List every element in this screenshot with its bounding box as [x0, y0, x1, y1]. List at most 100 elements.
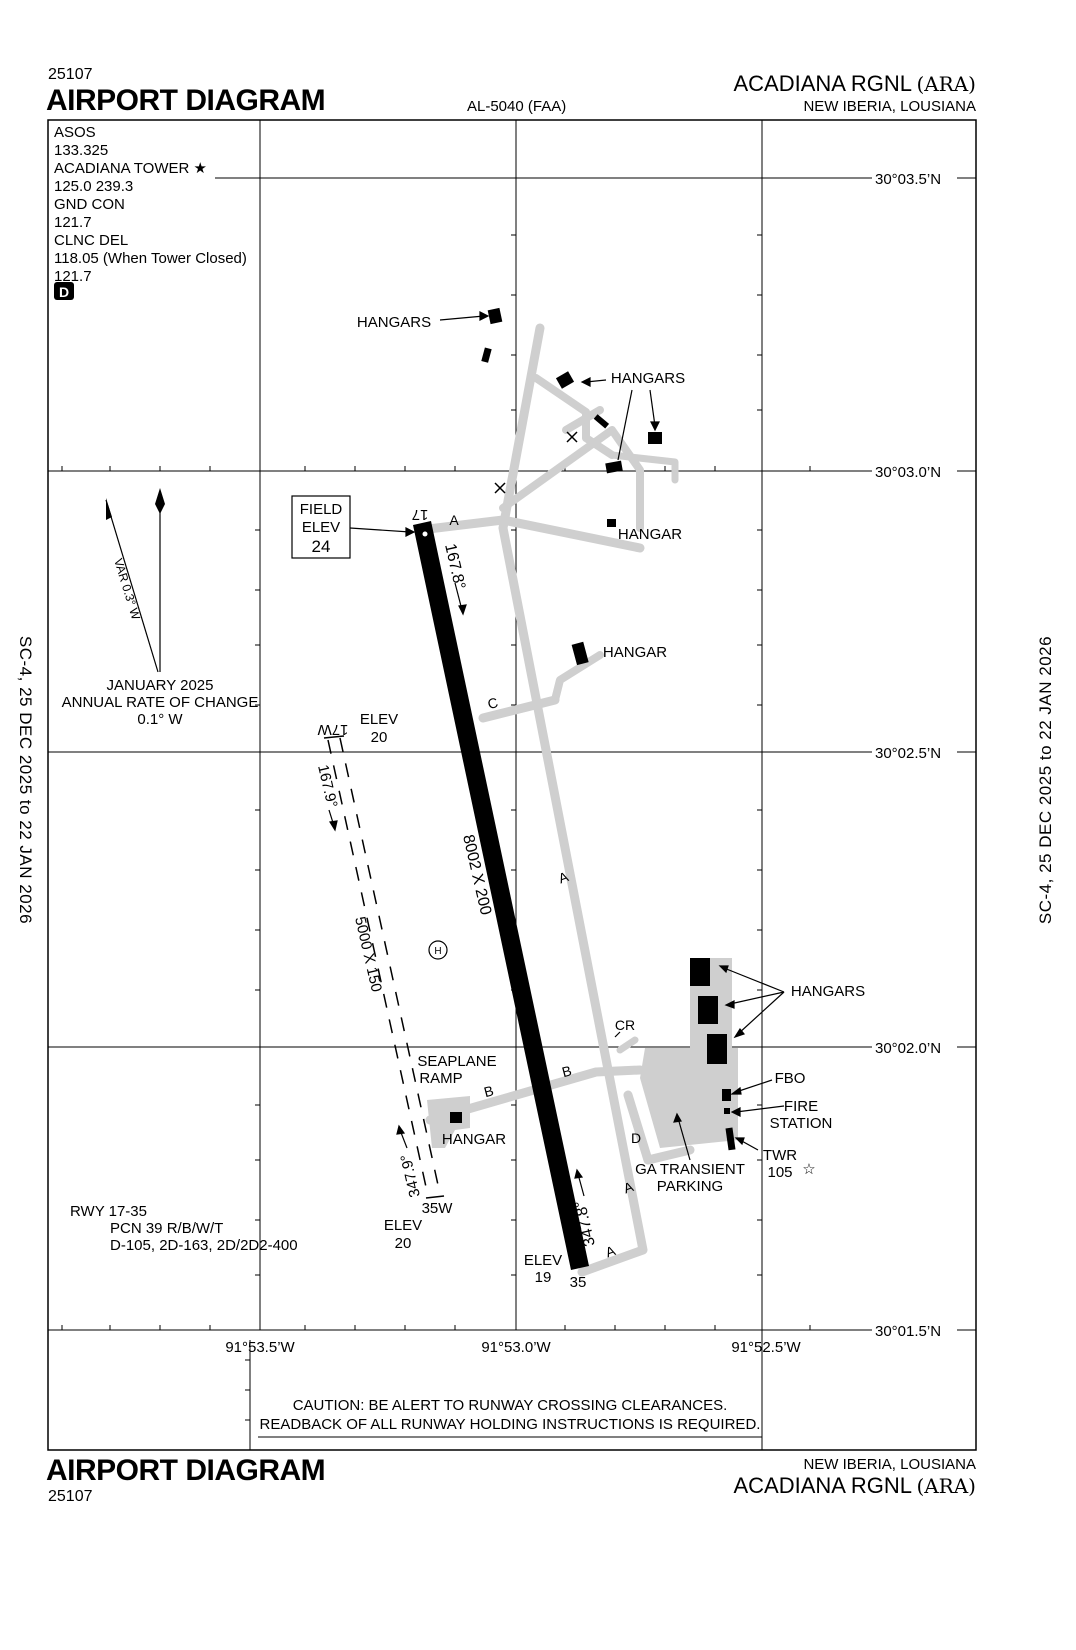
- caution-note: CAUTION: BE ALERT TO RUNWAY CROSSING CLE…: [258, 1396, 762, 1434]
- taxiway-hangar-loop: [499, 426, 644, 532]
- runway-end-35: 35: [570, 1274, 587, 1291]
- lat-label-4: 30°02.0’N: [875, 1040, 941, 1057]
- airport-id: (ARA): [916, 72, 976, 96]
- field-elev-label-2: ELEV: [302, 519, 340, 536]
- freq-line-4: 125.0 239.3: [54, 178, 134, 195]
- taxiway-label-a-end: A: [603, 1242, 618, 1260]
- hangar-label-mid: HANGAR: [603, 644, 667, 661]
- freq-line-9: 121.7: [54, 268, 92, 285]
- d-symbol-box: [54, 282, 74, 300]
- waterway-17w-heading: 167.9°: [314, 763, 340, 809]
- runway-35-elev-label: ELEV: [524, 1252, 562, 1269]
- freq-line-8: 118.05 (When Tower Closed): [54, 250, 247, 267]
- lat-label-1: 30°03.5’N: [875, 171, 941, 188]
- mag-var-rate-label: ANNUAL RATE OF CHANGE: [62, 694, 259, 711]
- waterway-end-17w: 17W: [317, 721, 349, 738]
- frequency-block: ASOS 133.325 ACADIANA TOWER ★ 125.0 239.…: [54, 124, 247, 286]
- runway-end-17: 17: [412, 506, 429, 523]
- taxiway-label-a-north: A: [449, 512, 459, 528]
- waterway-17w-elev-label: ELEV: [360, 711, 398, 728]
- taxiway-label-d: D: [631, 1130, 641, 1146]
- hangar-5: [648, 432, 662, 444]
- freq-line-2: 133.325: [54, 142, 109, 159]
- hotspot-marks: [494, 431, 578, 494]
- runway-info-line2: PCN 39 R/B/W/T: [110, 1220, 223, 1237]
- taxiway-to-hangar-north: [498, 515, 645, 553]
- field-elev-value: 24: [312, 537, 331, 556]
- waterway-17w-35w: [327, 737, 441, 1197]
- runway-17-heading: 167.8°: [441, 542, 468, 591]
- hangar-6: [605, 460, 623, 474]
- seaplane-hangar-label: HANGAR: [442, 1131, 506, 1148]
- waterway-end-35w: 35W: [422, 1200, 454, 1217]
- true-north-arrowhead: [155, 488, 165, 514]
- hangars-label-se: HANGARS: [791, 983, 865, 1000]
- caution-line-1: CAUTION: BE ALERT TO RUNWAY CROSSING CLE…: [292, 1397, 728, 1414]
- lon-label-1: 91°53.5’W: [225, 1339, 295, 1356]
- lat-label-3: 30°02.5’N: [875, 745, 941, 762]
- hangar-9: [690, 958, 710, 986]
- parking-label: PARKING: [657, 1178, 723, 1195]
- field-elevation-box: [291, 495, 351, 559]
- taxiway-label-cr: CR: [615, 1017, 635, 1033]
- footer-title: AIRPORT DIAGRAM: [46, 1454, 326, 1487]
- hangar-7: [607, 519, 616, 527]
- taxiway-network: [415, 323, 695, 1277]
- leader-lines: [328, 311, 785, 1197]
- ga-transient-apron: [640, 1048, 738, 1148]
- waterway-17w-elev-value: 20: [371, 729, 388, 746]
- airport-name: ACADIANA RGNL: [733, 71, 912, 96]
- d-symbol: D: [59, 284, 69, 300]
- taxiway-hangar-spur: [532, 374, 616, 459]
- airport-title: ACADIANA RGNL (ARA): [733, 71, 976, 97]
- fire-station-building: [724, 1108, 730, 1114]
- runway-35-elev-value: 19: [535, 1269, 552, 1286]
- taxiway-x-spur: [562, 406, 604, 434]
- lon-label-2: 91°53.0’W: [481, 1339, 551, 1356]
- seaplane-ramp-apron: [427, 1096, 470, 1148]
- hangar-10: [698, 996, 718, 1024]
- lat-label-5: 30°01.5’N: [875, 1323, 941, 1340]
- hangars-label-nw: HANGARS: [357, 314, 431, 331]
- runway-17-35: [413, 521, 589, 1270]
- tower-star-icon: ☆: [802, 1161, 815, 1178]
- footer-airport-name: ACADIANA RGNL: [733, 1473, 912, 1498]
- waterway-dimensions: 5000 X 150: [351, 915, 385, 994]
- taxiway-a: [498, 323, 648, 1277]
- ramp-label: RAMP: [419, 1070, 462, 1087]
- hangar-3: [555, 371, 575, 389]
- runway-info-line3: D-105, 2D-163, 2D/2D2-400: [110, 1237, 298, 1254]
- waterway-north-end: [323, 735, 345, 739]
- hangar-2: [481, 347, 492, 363]
- lon-label-3: 91°52.5’W: [731, 1339, 801, 1356]
- taxiway-d: [623, 1090, 695, 1165]
- field-elev-point: [422, 531, 428, 537]
- waterway-35w-elev-value: 20: [395, 1235, 412, 1252]
- var-label: VAR 0.3° W: [111, 557, 143, 622]
- taxiway-a-connector-north: [415, 515, 508, 535]
- hangar-4: [593, 414, 610, 429]
- lat-ticks: [61, 234, 811, 1421]
- seaplane-label: SEAPLANE: [417, 1053, 496, 1070]
- north-arrow-group: [105, 488, 165, 673]
- hangar-8: [571, 641, 589, 666]
- hangars-label-ne: HANGARS: [611, 370, 685, 387]
- heliport-label: H: [434, 946, 441, 957]
- freq-line-3: ACADIANA TOWER ★: [54, 160, 207, 177]
- magnetic-north-arrowhead: [106, 498, 112, 520]
- taxiway-b: [425, 1065, 645, 1125]
- taxiway-c: [478, 695, 560, 723]
- footer-location: NEW IBERIA, LOUSIANA: [803, 1456, 976, 1473]
- fbo-label: FBO: [775, 1070, 806, 1087]
- airport-location: NEW IBERIA, LOUSIANA: [803, 98, 976, 115]
- waterway-35w-elev-label: ELEV: [384, 1217, 422, 1234]
- footer-airport-title: ACADIANA RGNL (ARA): [733, 1473, 976, 1499]
- hangar-label-north: HANGAR: [618, 526, 682, 543]
- taxiway-label-b-east: B: [560, 1062, 573, 1080]
- ga-transient-label: GA TRANSIENT: [635, 1161, 745, 1178]
- chart-title: AIRPORT DIAGRAM: [46, 84, 326, 117]
- mag-var-date: JANUARY 2025: [106, 677, 213, 694]
- runway-info-line1: RWY 17-35: [70, 1203, 147, 1220]
- fbo-building: [722, 1089, 731, 1101]
- footer-procedure-number: 25107: [48, 1488, 93, 1505]
